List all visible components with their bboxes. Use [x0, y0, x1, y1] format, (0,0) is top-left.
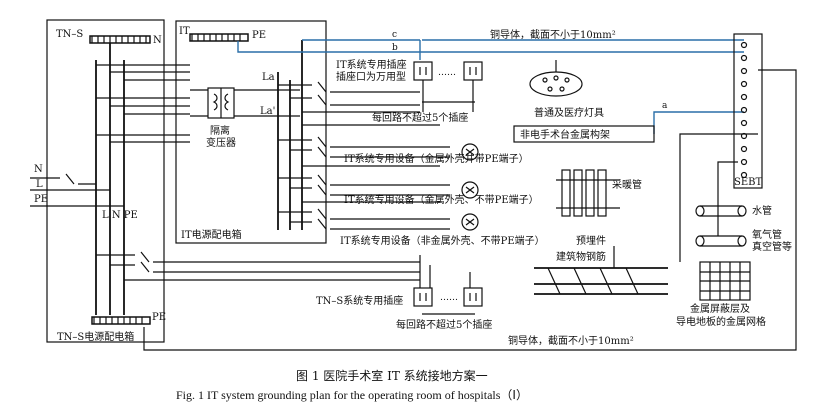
- it-label: IT: [179, 26, 190, 37]
- b-label: b: [392, 43, 398, 53]
- water-label: 水管: [752, 204, 772, 217]
- frame-label: 非电手术台金属构架: [520, 128, 610, 141]
- heater-label: 采暖管: [612, 178, 642, 191]
- it-socket-dots: ……: [438, 68, 456, 78]
- sebt-terminal-block: [733, 33, 763, 189]
- it-device-2: [461, 181, 479, 199]
- frame-box: [513, 125, 655, 143]
- sebt-label: SEBT: [734, 177, 762, 188]
- n-busbar-label: N: [153, 35, 162, 46]
- l-in-label: L: [36, 179, 43, 190]
- n-busbar: [89, 35, 151, 44]
- tn-socket-label: TN–S系统专用插座: [316, 294, 403, 307]
- gas-label-2: 真空管等: [752, 240, 792, 253]
- pe-bottom-label: PE: [152, 312, 166, 323]
- five-sockets-bottom: 每回路不超过5个插座: [396, 318, 492, 331]
- dev2-label: IT系统专用设备（金属外壳、不带PE端子）: [344, 193, 539, 206]
- heater-icon: [556, 169, 620, 217]
- dev1-label: IT系统专用设备（金属外壳并带PE端子）: [344, 152, 529, 165]
- it-distribution-box: [175, 20, 327, 244]
- dev3-label: IT系统专用设备（非金属外壳、不带PE端子）: [340, 234, 545, 247]
- pe-in-label: PE: [34, 194, 48, 205]
- lamp-label: 普通及医疗灯具: [534, 106, 604, 119]
- it-device-3: [461, 213, 479, 231]
- caption-cn: 图 1 医院手术室 IT 系统接地方案一: [296, 368, 488, 383]
- gas-pipe-icon: [695, 235, 747, 247]
- tn-socket-dots: ……: [440, 293, 458, 303]
- pe-busbar-bottom: [91, 316, 151, 325]
- iso-label-2: 变压器: [206, 136, 236, 149]
- gas-label-1: 氧气管: [752, 228, 782, 241]
- lamp-icon: [529, 60, 583, 97]
- water-pipe-icon: [695, 205, 747, 217]
- it-pe-label: PE: [252, 30, 266, 41]
- n-in-label: N: [34, 164, 43, 175]
- embed-label: 预埋件: [576, 235, 606, 247]
- rebar-icon: [534, 246, 668, 295]
- it-device-1: [461, 143, 479, 161]
- la-prime-label: La': [260, 106, 275, 117]
- isolation-transformer: [190, 87, 255, 119]
- tn-s-label: TN–S: [56, 29, 83, 40]
- copper-top-label: 铜导体，截面不小于10mm²: [490, 28, 616, 41]
- rebar-label: 建筑物钢筋: [556, 250, 606, 263]
- tn-s-socket-group: [413, 255, 483, 307]
- it-pe-busbar: [189, 33, 249, 42]
- copper-bottom-label: 铜导体，截面不小于10mm²: [508, 334, 634, 347]
- metal-mesh-icon: [699, 261, 751, 301]
- a-label: a: [662, 101, 668, 111]
- tn-s-distribution-box: [46, 19, 165, 343]
- caption-en: Fig. 1 IT system grounding plan for the …: [176, 388, 528, 402]
- tn-s-box-label: TN–S电源配电箱: [57, 330, 134, 343]
- it-socket-label-2: 插座口为万用型: [336, 70, 406, 83]
- it-box-label: IT电源配电箱: [181, 228, 242, 241]
- mesh-label-1: 金属屏蔽层及: [690, 302, 750, 315]
- iso-label-1: 隔离: [210, 124, 230, 137]
- mesh-label-2: 导电地板的金属网格: [676, 315, 766, 328]
- five-sockets-top: 每回路不超过5个插座: [372, 111, 468, 124]
- l-n-pe-label: L N PE: [102, 210, 138, 221]
- it-socket-label-1: IT系统专用插座: [336, 58, 407, 71]
- la-label: La: [262, 72, 275, 83]
- c-label: c: [392, 30, 397, 40]
